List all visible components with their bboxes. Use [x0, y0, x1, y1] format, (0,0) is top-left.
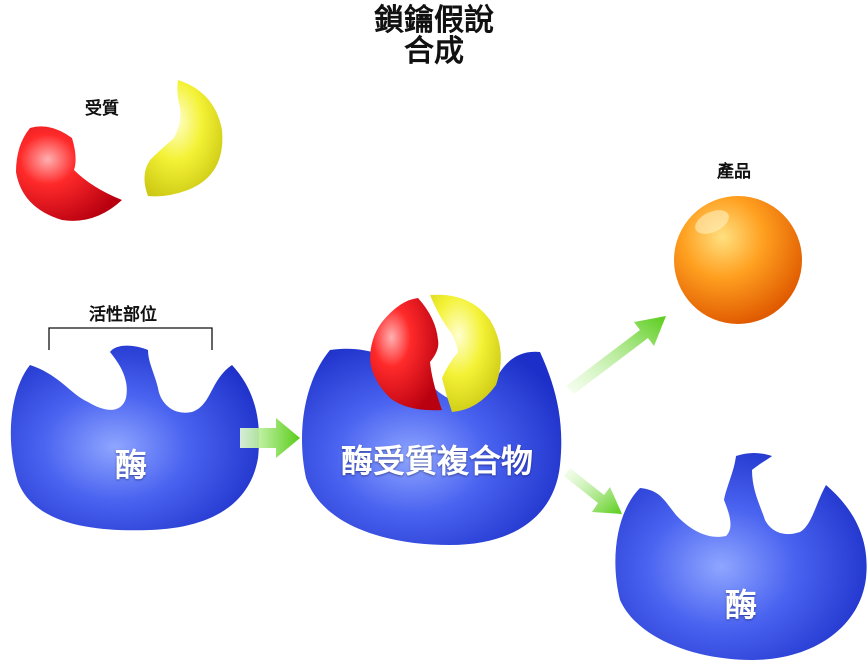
arrow-to-enzyme-right [564, 468, 622, 514]
complex-substrate-yellow [430, 294, 501, 412]
label-active-site: 活性部位 [89, 305, 157, 325]
diagram-title-line1: 鎖鑰假說 [374, 3, 494, 38]
arrow-to-product [566, 316, 666, 394]
arrow-to-complex [240, 418, 300, 458]
product-highlight [695, 210, 729, 234]
label-complex: 酶受質複合物 [340, 442, 534, 480]
enzyme-substrate-complex [301, 294, 562, 545]
enzyme-right-body [615, 453, 867, 660]
substrate-pieces [16, 80, 223, 221]
substrate-red-piece [16, 126, 122, 221]
label-enzyme-left: 酶 [114, 446, 148, 484]
complex-substrate-red [370, 298, 442, 411]
complex-enzyme-body [301, 348, 562, 545]
product-sphere [674, 196, 802, 324]
enzyme-right [615, 453, 867, 660]
substrate-yellow-piece [144, 80, 223, 197]
label-enzyme-right: 酶 [724, 586, 758, 624]
label-substrate: 受質 [85, 99, 119, 119]
enzyme-left [10, 345, 260, 531]
enzyme-left-body [10, 345, 260, 531]
active-site-bracket [48, 327, 213, 350]
diagram-title-line2: 合成 [404, 34, 464, 69]
label-product: 產品 [717, 162, 751, 182]
